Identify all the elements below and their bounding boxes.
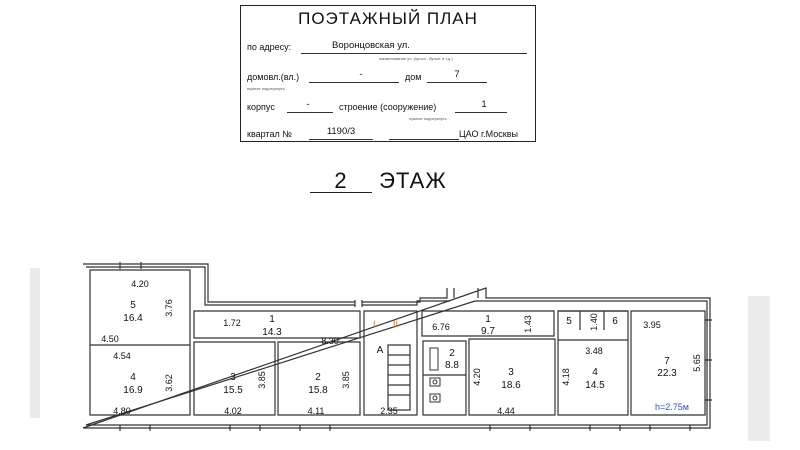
room-number: 5 bbox=[566, 316, 572, 327]
room-number: 1 bbox=[485, 314, 491, 325]
room-area: 14.3 bbox=[262, 327, 282, 338]
room-number: 4 bbox=[130, 372, 136, 383]
ceiling-height-note: h=2.75м bbox=[655, 402, 689, 412]
room-number: 3 bbox=[508, 367, 514, 378]
room-area: 18.6 bbox=[501, 380, 521, 391]
dimension: 2.35 bbox=[380, 406, 398, 416]
room-number: 5 bbox=[130, 300, 136, 311]
stroenie-hint: нужное подчеркнуть bbox=[409, 116, 447, 121]
address-hint: наименование ул. (просп., бульв. и т.д.) bbox=[379, 56, 453, 61]
dimension: 3.85 bbox=[341, 371, 351, 389]
stroenie-underline bbox=[455, 112, 507, 113]
plan-walls bbox=[82, 262, 712, 431]
scan-smudge-right bbox=[748, 296, 770, 441]
stroenie-label: строение (сооружение) bbox=[339, 102, 437, 112]
room-area: 22.3 bbox=[657, 368, 677, 379]
title-block-stamp: ПОЭТАЖНЫЙ ПЛАН по адресу: Воронцовская у… bbox=[240, 5, 536, 142]
dimension: 4.20 bbox=[472, 368, 482, 386]
dimension: 3.62 bbox=[164, 374, 174, 392]
dimension: 4.02 bbox=[224, 406, 242, 416]
plumbing-fixtures bbox=[429, 347, 441, 403]
kvartal-value: 1190/3 bbox=[326, 126, 356, 137]
dimension: 4.50 bbox=[101, 334, 119, 344]
dimension: 3.95 bbox=[643, 320, 661, 330]
room-area: 14.5 bbox=[585, 380, 605, 391]
dimension: 4.54 bbox=[113, 351, 131, 361]
kvartal-label: квартал № bbox=[247, 129, 292, 139]
dom-label: дом bbox=[405, 72, 422, 82]
dimension: 5.65 bbox=[692, 354, 702, 372]
address-value: Воронцовская ул. bbox=[332, 40, 410, 51]
dimension-labels: 4.20 3.76 4.50 4.54 3.62 4.80 1.72 8.30 … bbox=[101, 279, 702, 416]
domovl-value: - bbox=[359, 69, 363, 80]
room-number: 3 bbox=[230, 372, 236, 383]
dom-underline bbox=[427, 82, 487, 83]
room-area: 8.8 bbox=[445, 360, 459, 371]
room-number: 2 bbox=[315, 372, 321, 383]
dimension: 8.30 bbox=[321, 336, 339, 346]
dimension: 3.85 bbox=[257, 371, 267, 389]
district-underline bbox=[389, 139, 459, 140]
scan-smudge-left bbox=[30, 268, 40, 418]
dimension: 3.48 bbox=[585, 346, 603, 356]
floor-number: 2 bbox=[310, 170, 372, 193]
dimension: 4.11 bbox=[308, 406, 325, 416]
room-number: A bbox=[377, 345, 384, 356]
room-area: 9.7 bbox=[481, 326, 495, 337]
korpus-label: корпус bbox=[247, 102, 275, 112]
dimension: 4.20 bbox=[131, 279, 149, 289]
room-number: 2 bbox=[449, 348, 455, 359]
korpus-value: - bbox=[306, 99, 310, 110]
korpus-underline bbox=[287, 112, 333, 113]
room-number: 7 bbox=[664, 356, 670, 367]
stair-mark-1: I bbox=[373, 319, 376, 329]
floor-label: ЭТАЖ bbox=[379, 168, 447, 193]
stamp-title: ПОЭТАЖНЫЙ ПЛАН bbox=[298, 9, 478, 28]
dimension: 6.76 bbox=[432, 322, 450, 332]
room-labels: 5 16.4 4 16.9 1 14.3 3 15.5 2 15.8 A 1 9… bbox=[123, 300, 677, 396]
floor-plan: I II 5 16.4 4 16.9 1 14.3 3 15.5 2 15.8 … bbox=[82, 262, 712, 431]
dimension: 1.72 bbox=[223, 318, 241, 328]
dimension: 1.43 bbox=[523, 315, 533, 333]
domovl-label: домовл.(вл.) bbox=[247, 72, 300, 82]
dimension: 4.80 bbox=[113, 406, 131, 416]
domovl-hint: нужное подчеркнуть bbox=[247, 86, 285, 91]
address-label: по адресу: bbox=[247, 42, 292, 52]
dimension: 3.76 bbox=[164, 299, 174, 317]
room-area: 16.4 bbox=[123, 313, 143, 324]
room-number: 4 bbox=[592, 367, 598, 378]
floor-heading: 2 ЭТАЖ bbox=[310, 168, 447, 194]
address-underline bbox=[301, 53, 527, 54]
room-number: 1 bbox=[269, 314, 275, 325]
room-number: 6 bbox=[612, 316, 618, 327]
dom-value: 7 bbox=[454, 69, 460, 80]
room-area: 16.9 bbox=[123, 385, 143, 396]
dimension: 4.44 bbox=[497, 406, 515, 416]
stair-marks: I II bbox=[373, 319, 398, 329]
dimension: 4.18 bbox=[561, 368, 571, 386]
stair-mark-2: II bbox=[393, 319, 398, 329]
kvartal-underline bbox=[309, 139, 373, 140]
domovl-underline bbox=[309, 82, 399, 83]
dimension: 1.40 bbox=[589, 313, 599, 331]
room-area: 15.5 bbox=[223, 385, 243, 396]
district-label: ЦАО г.Москвы bbox=[459, 129, 518, 139]
room-area: 15.8 bbox=[308, 385, 328, 396]
stroenie-value: 1 bbox=[481, 99, 487, 110]
